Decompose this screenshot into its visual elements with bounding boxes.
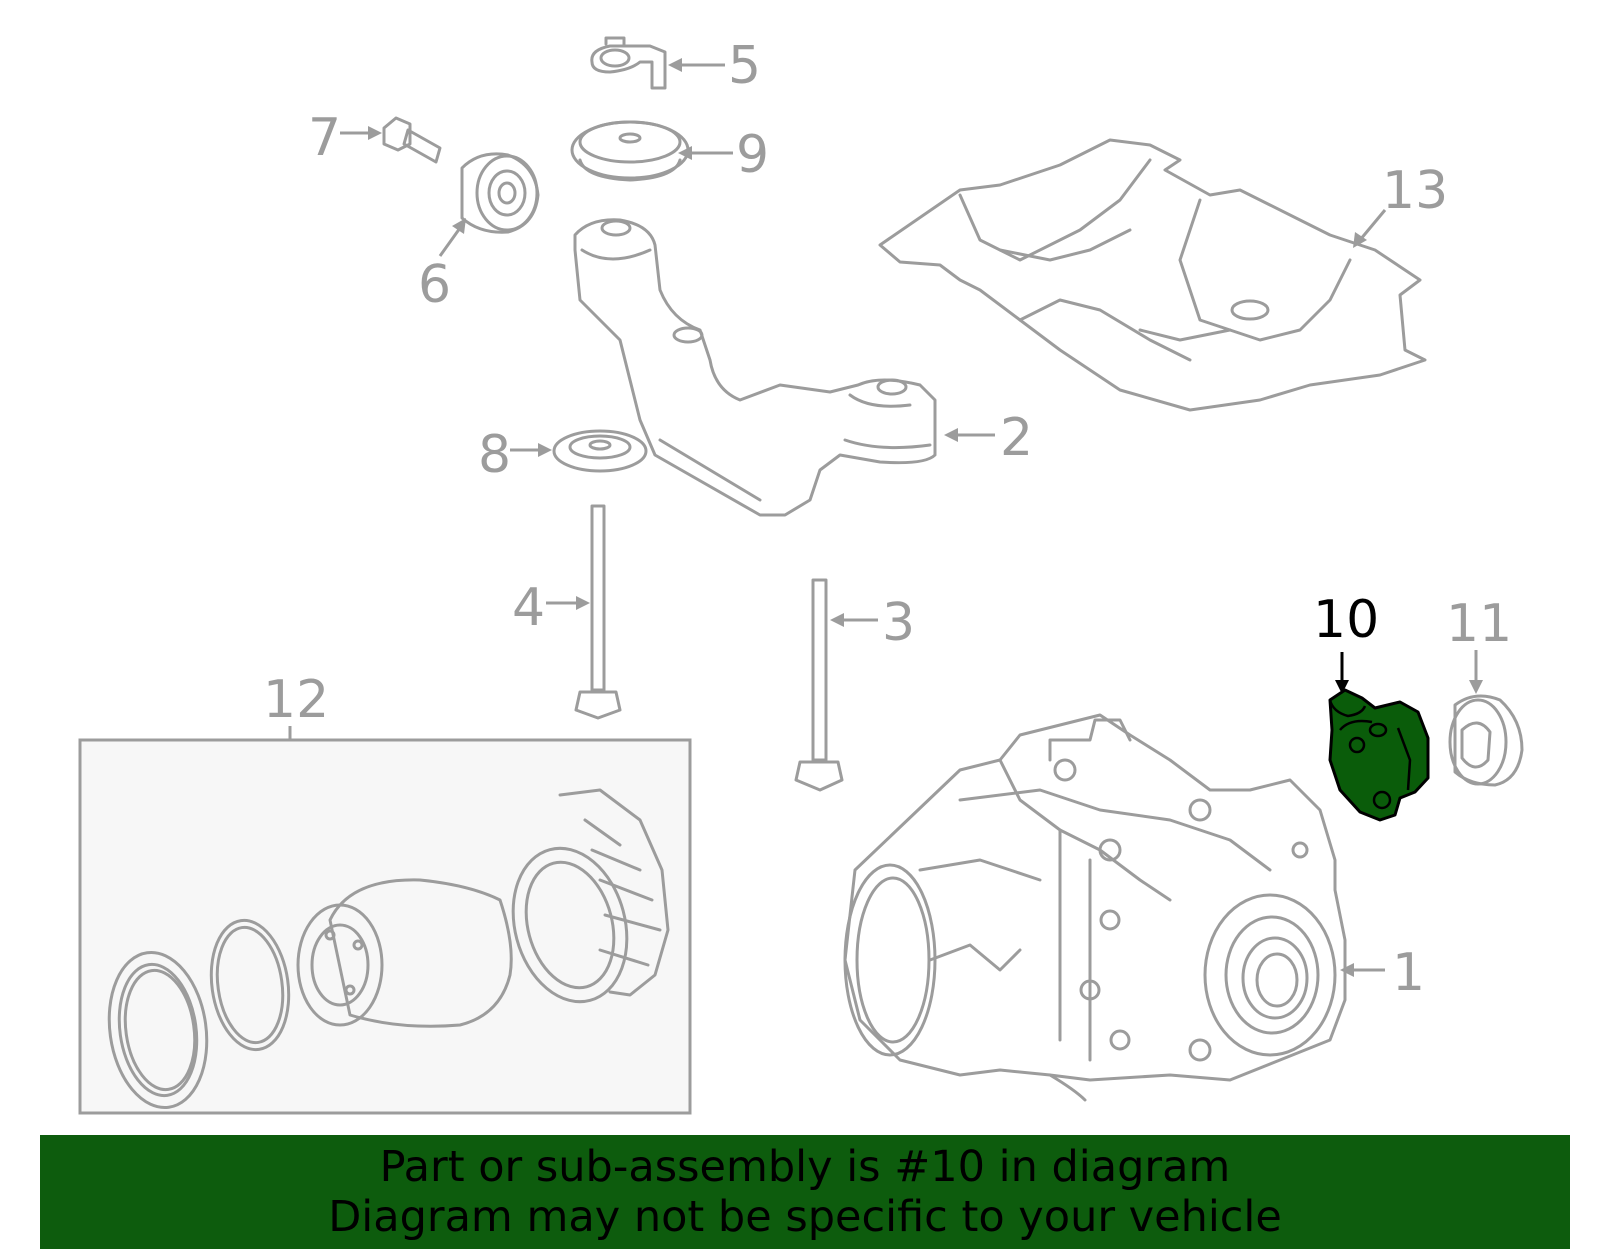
part-11-bushing[interactable] [1448, 694, 1524, 787]
part-4-long-bolt[interactable] [574, 504, 622, 720]
arrow-3 [830, 613, 878, 627]
callout-13[interactable]: 13 [1382, 161, 1448, 221]
part-3-long-bolt[interactable] [794, 578, 844, 792]
banner-line-part: Part or sub-assembly is #10 in diagram [379, 1142, 1231, 1192]
callout-5[interactable]: 5 [728, 36, 761, 96]
part-5-clip[interactable] [590, 36, 667, 90]
callout-6[interactable]: 6 [418, 255, 451, 315]
callout-1[interactable]: 1 [1392, 943, 1425, 1003]
callout-4[interactable]: 4 [512, 578, 545, 638]
info-banner: Part or sub-assembly is #10 in diagram D… [40, 1135, 1570, 1249]
callout-8[interactable]: 8 [478, 425, 511, 485]
arrow-4 [546, 596, 590, 610]
arrow-5 [668, 58, 725, 72]
callout-12[interactable]: 12 [263, 670, 329, 730]
part-10-bracket[interactable] [1328, 688, 1430, 822]
callout-2[interactable]: 2 [1000, 408, 1033, 468]
part-12-kit-box[interactable] [78, 738, 692, 1115]
part-2-mount-bracket[interactable] [573, 218, 937, 517]
arrow-6 [438, 218, 466, 257]
callout-11[interactable]: 11 [1446, 594, 1512, 654]
arrow-11 [1469, 650, 1483, 694]
callout-9[interactable]: 9 [736, 125, 769, 185]
arrow-2 [944, 428, 995, 442]
kit-12-components [107, 788, 670, 1110]
callout-10[interactable]: 10 [1313, 590, 1379, 650]
part-9-insulator[interactable] [570, 120, 690, 182]
part-13-shield[interactable] [878, 138, 1427, 412]
arrow-13 [1353, 209, 1387, 248]
arrow-1 [1340, 963, 1385, 977]
arrow-10 [1335, 652, 1349, 694]
arrow-7 [340, 126, 382, 140]
arrow-8 [510, 443, 552, 457]
part-7-bolt[interactable] [382, 116, 442, 164]
callout-7[interactable]: 7 [308, 108, 341, 168]
banner-line-disclaimer: Diagram may not be specific to your vehi… [328, 1192, 1282, 1242]
arrow-9 [678, 146, 733, 160]
part-8-washer[interactable] [552, 429, 648, 473]
callout-3[interactable]: 3 [882, 593, 915, 653]
part-1-differential[interactable] [843, 713, 1347, 1102]
part-6-bushing[interactable] [460, 152, 540, 234]
